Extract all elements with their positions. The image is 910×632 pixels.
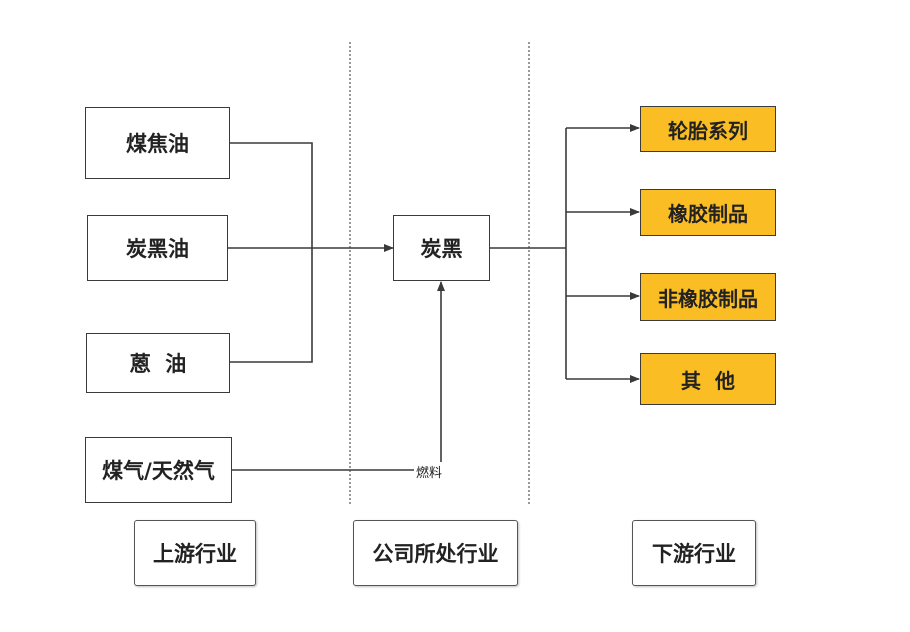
carbon-black-box: 炭黑 <box>393 215 490 281</box>
downstream-others-box: 其 他 <box>640 353 776 405</box>
connector-fuel <box>232 281 445 471</box>
downstream-tires-box: 轮胎系列 <box>640 106 776 152</box>
downstream-non-rubber-products-label: 非橡胶制品 <box>658 286 758 311</box>
upstream-coal-tar-label: 煤焦油 <box>126 132 189 156</box>
fuel-label: 燃料 <box>414 462 445 481</box>
connector-coal-tar <box>230 142 313 248</box>
section-upstream-label-box: 上游行业 <box>134 520 256 586</box>
downstream-others-label: 其 他 <box>681 368 735 393</box>
section-upstream-label: 上游行业 <box>153 542 237 566</box>
upstream-gas-label: 煤气/天然气 <box>102 459 215 483</box>
carbon-black-label: 炭黑 <box>420 237 463 261</box>
upstream-carbon-black-oil-box: 炭黑油 <box>87 215 228 281</box>
upstream-anthracene-oil-box: 蒽 油 <box>86 333 230 393</box>
section-company-label: 公司所处行业 <box>372 542 499 566</box>
downstream-rubber-products-box: 橡胶制品 <box>640 189 776 236</box>
upstream-coal-tar-box: 煤焦油 <box>85 107 230 179</box>
downstream-tires-label: 轮胎系列 <box>668 118 748 143</box>
section-downstream-label-box: 下游行业 <box>632 520 756 586</box>
upstream-anthracene-oil-label: 蒽 油 <box>129 352 187 376</box>
upstream-carbon-black-oil-label: 炭黑油 <box>126 237 189 261</box>
downstream-rubber-products-label: 橡胶制品 <box>668 202 748 226</box>
section-company-label-box: 公司所处行业 <box>353 520 518 586</box>
upstream-gas-box: 煤气/天然气 <box>85 437 232 503</box>
downstream-non-rubber-products-box: 非橡胶制品 <box>640 273 776 321</box>
connector-anthracene-oil <box>230 248 313 363</box>
section-downstream-label: 下游行业 <box>652 542 736 566</box>
